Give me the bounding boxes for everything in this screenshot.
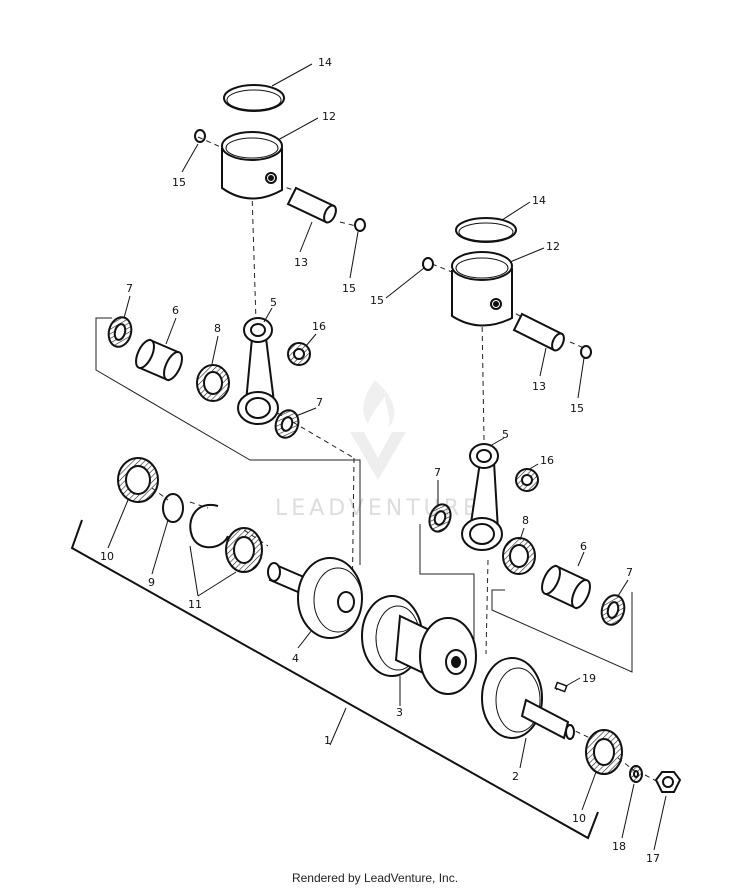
- right-small-end-bearing: [515, 468, 539, 492]
- left-big-end-bearing: [196, 364, 230, 402]
- left-circlip-inner: [354, 218, 366, 232]
- callout-17: 17: [646, 852, 660, 865]
- nut: [654, 771, 682, 793]
- right-circlip-inner: [580, 345, 592, 359]
- callout-15: 15: [172, 176, 186, 189]
- callout-10: 10: [572, 812, 586, 825]
- right-main-bearing: [585, 729, 623, 775]
- callout-16: 16: [312, 320, 326, 333]
- left-seal-outer: [107, 316, 133, 348]
- left-seal-inner: [274, 409, 300, 439]
- callout-5: 5: [502, 428, 509, 441]
- callout-15: 15: [342, 282, 356, 295]
- group-outline-left: [95, 317, 633, 673]
- callout-6: 6: [580, 540, 587, 553]
- callout-6: 6: [172, 304, 179, 317]
- crank-half-right: [481, 657, 575, 740]
- callout-2: 2: [512, 770, 519, 783]
- footer-credit: Rendered by LeadVenture, Inc.: [291, 871, 459, 885]
- right-big-end-bearing: [502, 537, 536, 575]
- washer: [629, 765, 643, 783]
- right-crank-pin: [541, 564, 591, 610]
- leader-lines: [107, 63, 667, 851]
- callout-8: 8: [522, 514, 529, 527]
- callout-18: 18: [612, 840, 626, 853]
- right-connecting-rod: [461, 443, 503, 551]
- left-small-end-bearing: [287, 342, 311, 366]
- callout-7: 7: [626, 566, 633, 579]
- crank-bearing-left: [225, 527, 263, 573]
- crank-half-left: [267, 557, 363, 639]
- woodruff-key: [554, 681, 568, 693]
- snap-ring-large: [189, 503, 229, 549]
- left-piston-ring: [223, 84, 285, 112]
- callout-10: 10: [100, 550, 114, 563]
- callout-15: 15: [570, 402, 584, 415]
- left-piston: [221, 131, 283, 200]
- callout-19: 19: [582, 672, 596, 685]
- callout-8: 8: [214, 322, 221, 335]
- callout-7: 7: [316, 396, 323, 409]
- right-piston-pin: [512, 312, 565, 352]
- callout-13: 13: [532, 380, 546, 393]
- callout-14: 14: [532, 194, 546, 207]
- right-circlip-outer: [422, 257, 434, 271]
- crankshaft-bracket: [70, 519, 599, 840]
- callout-16: 16: [540, 454, 554, 467]
- left-crank-pin: [135, 338, 183, 382]
- left-piston-pin: [286, 186, 337, 224]
- right-seal-inner: [600, 594, 626, 626]
- callout-4: 4: [292, 652, 299, 665]
- callout-labels: 14 12 15 13 15 14 12 15 13 15 7 6 8 5 16…: [100, 56, 660, 865]
- callout-1: 1: [324, 734, 331, 747]
- left-main-bearing: [117, 457, 159, 503]
- callout-9: 9: [148, 576, 155, 589]
- callout-12: 12: [322, 110, 336, 123]
- left-connecting-rod: [237, 317, 279, 425]
- callout-14: 14: [318, 56, 332, 69]
- right-seal-outer: [428, 503, 452, 533]
- right-piston: [451, 251, 513, 327]
- callout-15: 15: [370, 294, 384, 307]
- callout-11: 11: [188, 598, 202, 611]
- callout-7: 7: [434, 466, 441, 479]
- callout-5: 5: [270, 296, 277, 309]
- right-piston-ring: [455, 217, 517, 243]
- callout-13: 13: [294, 256, 308, 269]
- callout-3: 3: [396, 706, 403, 719]
- assembly-lines: [151, 136, 663, 785]
- callout-7: 7: [126, 282, 133, 295]
- watermark-logo-icon: [350, 380, 406, 480]
- left-circlip-outer: [194, 129, 206, 143]
- callout-12: 12: [546, 240, 560, 253]
- crank-center: [361, 595, 477, 695]
- snap-ring-small: [162, 493, 184, 523]
